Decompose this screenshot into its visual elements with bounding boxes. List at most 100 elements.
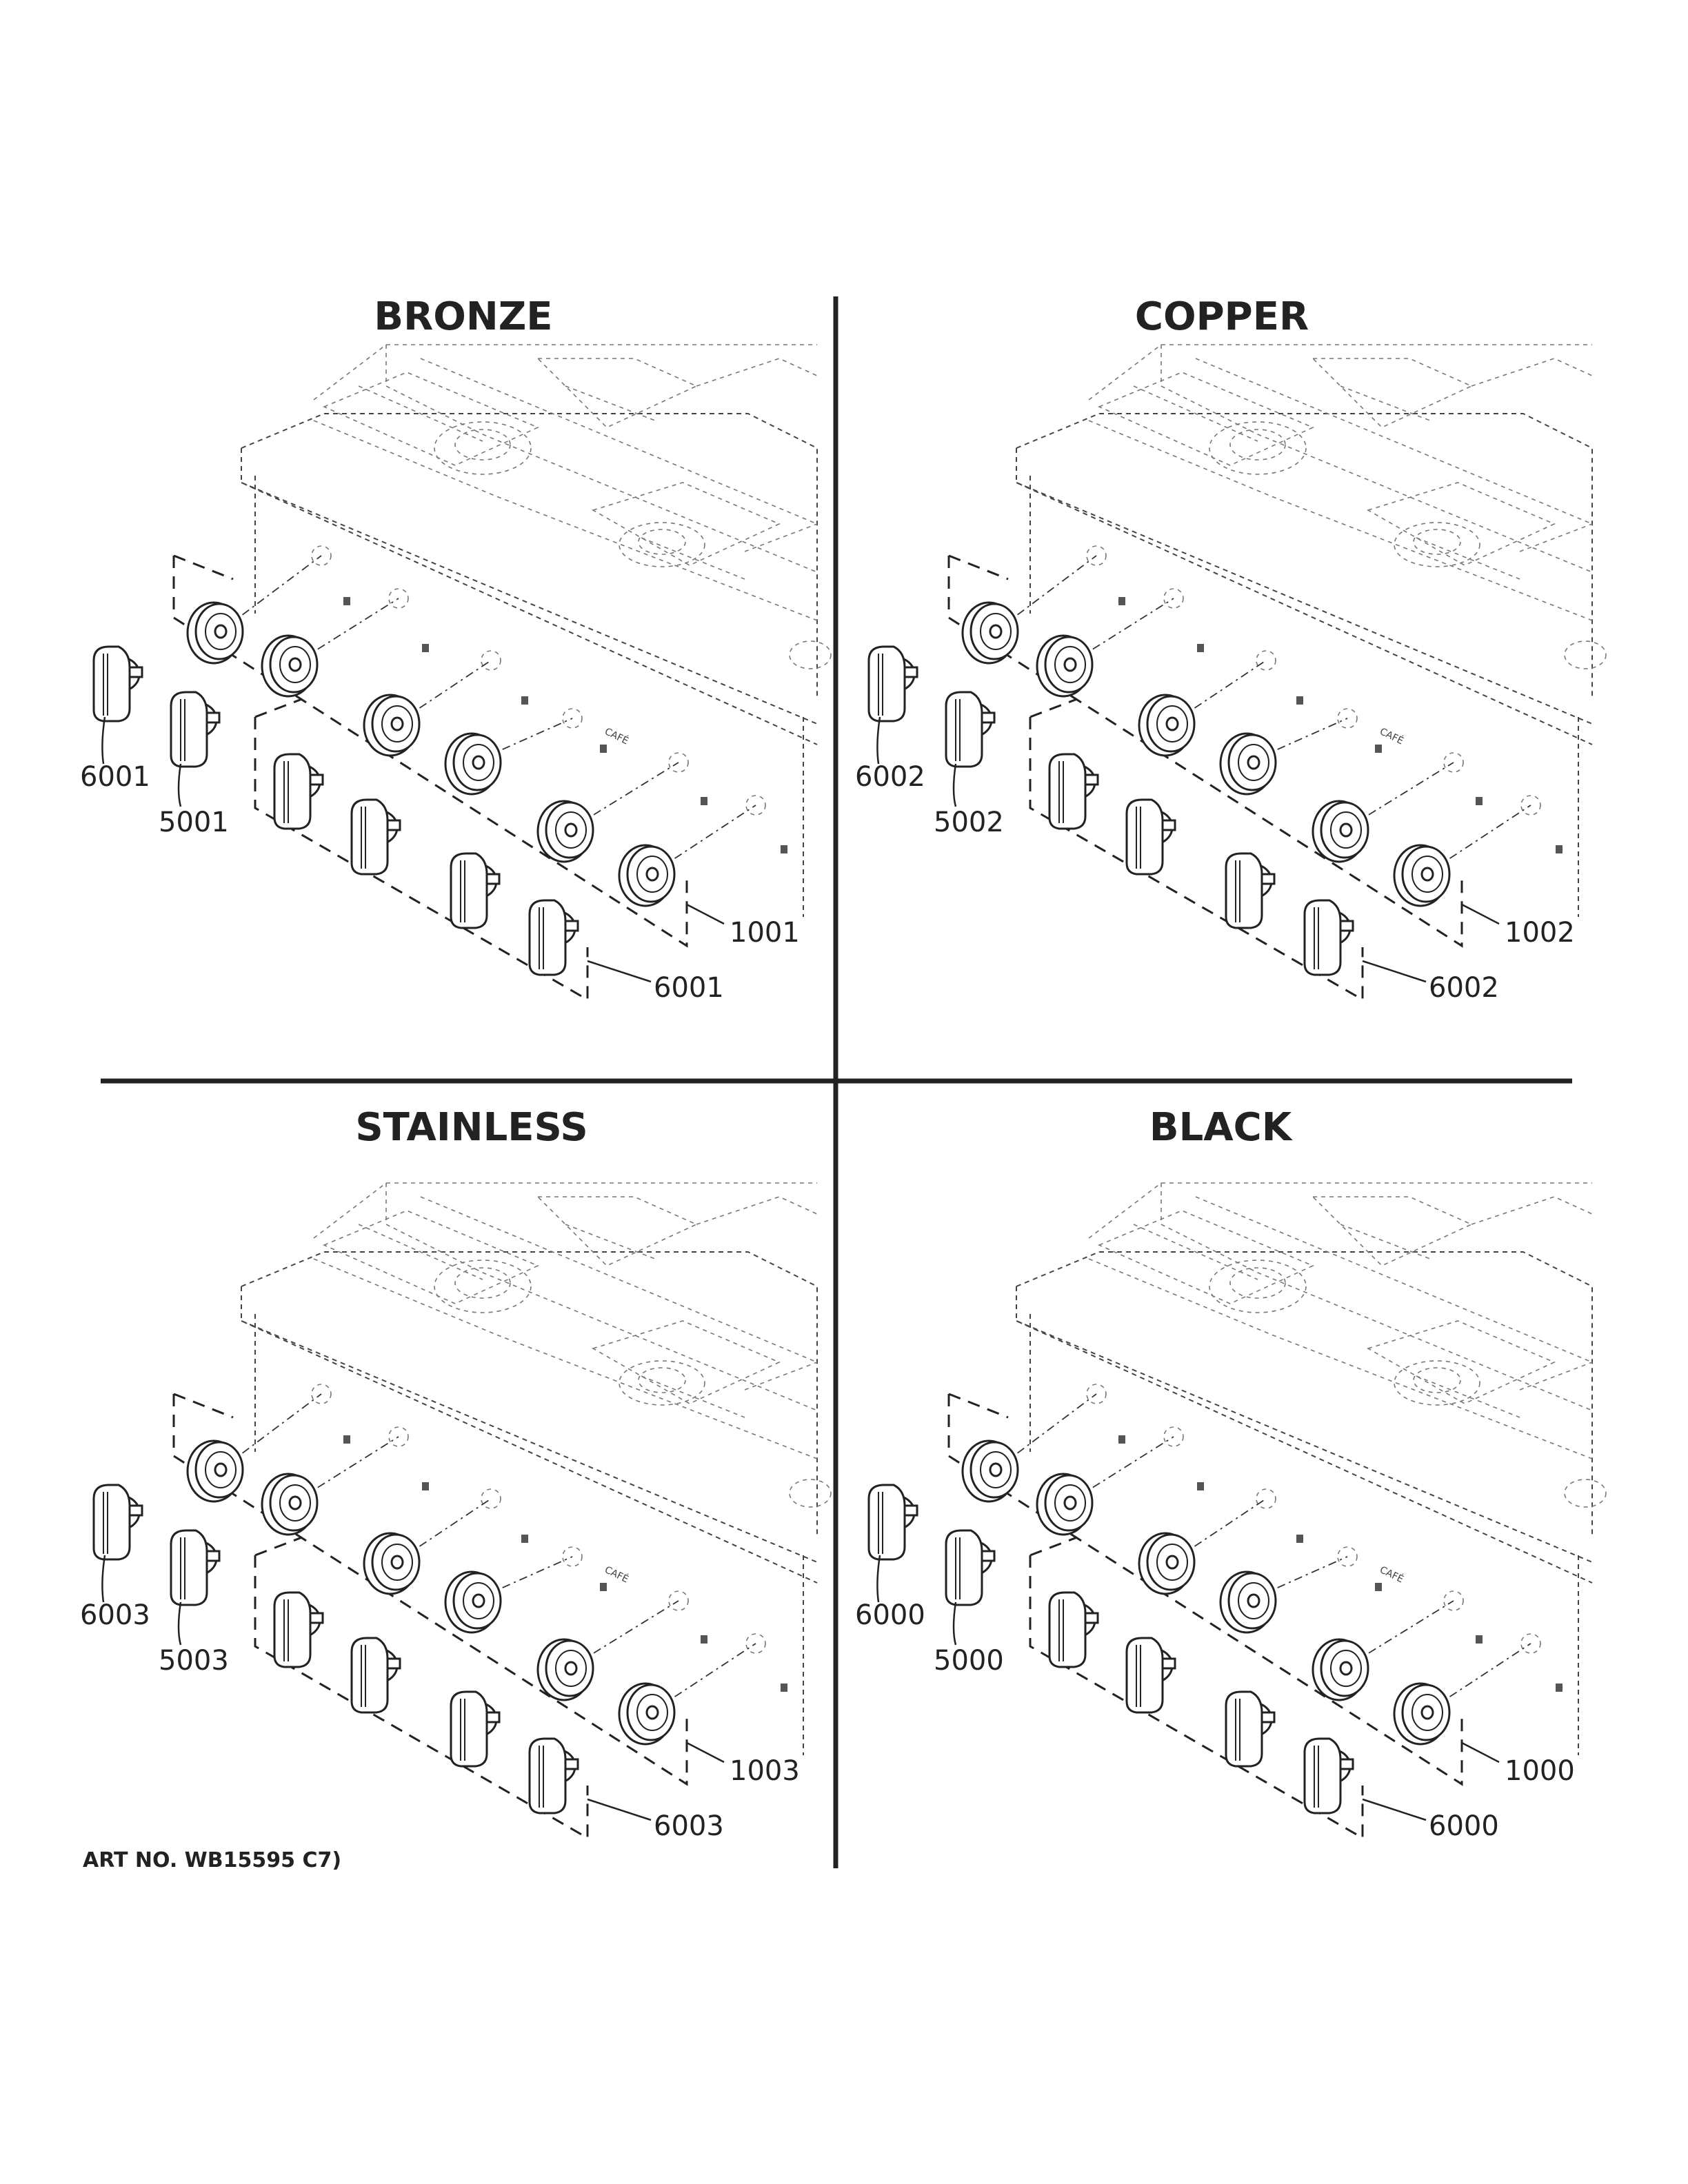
bezel-ring — [961, 601, 1019, 665]
bezel-ring — [363, 694, 421, 757]
brand-mark: CAFÉ — [603, 1564, 630, 1585]
control-knob — [92, 645, 143, 722]
knob-group-box — [254, 698, 589, 1002]
control-knob — [273, 753, 324, 830]
bezel-ring — [961, 1439, 1019, 1503]
control-knob — [1048, 753, 1099, 830]
bezel-group-box — [947, 554, 1463, 948]
panel-title: STAINLESS — [355, 1105, 587, 1150]
callout-bezel: 1000 — [1505, 1755, 1575, 1787]
control-knob — [350, 798, 401, 876]
callout-knob-alt: 5002 — [934, 807, 1004, 838]
callout-knob-single: 6001 — [80, 761, 150, 793]
leader-knob-alt — [952, 763, 957, 807]
bezel-ring — [363, 1532, 421, 1595]
control-knob — [867, 1484, 918, 1561]
knob-group-box — [1029, 1536, 1364, 1840]
callout-knob-alt: 5003 — [159, 1645, 229, 1677]
bezel-ring — [536, 1638, 594, 1701]
callout-knob-group: 6002 — [1429, 972, 1499, 1004]
callout-bezel: 1003 — [730, 1755, 800, 1787]
bezel-group-box — [172, 1393, 688, 1786]
control-knob — [1303, 899, 1354, 976]
bezel-group-box — [172, 554, 688, 948]
bezel-ring — [261, 1473, 319, 1536]
bezel-ring — [1393, 1682, 1451, 1746]
rangetop-outline — [241, 1182, 832, 1756]
leader-knob-alt — [952, 1601, 957, 1646]
callout-knob-single: 6003 — [80, 1599, 150, 1631]
callout-knob-group: 6001 — [654, 972, 724, 1004]
leader-bezel — [1461, 903, 1500, 925]
control-knob — [867, 645, 918, 722]
control-knob — [945, 691, 996, 768]
leader-bezel — [1461, 1741, 1500, 1763]
callout-bezel: 1001 — [730, 917, 800, 949]
bezel-ring — [536, 800, 594, 863]
brand-mark: CAFÉ — [603, 725, 630, 747]
rangetop-outline — [1016, 344, 1607, 918]
control-knob — [92, 1484, 143, 1561]
panel-title: BLACK — [1149, 1105, 1294, 1150]
bezel-ring — [1138, 1532, 1196, 1595]
leader-knob-group — [587, 1798, 652, 1821]
control-knob — [528, 899, 579, 976]
bezel-ring — [261, 634, 319, 698]
knob-group-box — [254, 1536, 589, 1840]
rangetop-outline — [1016, 1182, 1607, 1756]
leader-knob-alt — [177, 1601, 182, 1646]
leader-knob-single — [101, 1555, 106, 1603]
leader-bezel — [686, 903, 725, 925]
bezel-ring — [1219, 1570, 1277, 1634]
control-knob — [450, 852, 501, 929]
bezel-ring — [186, 601, 244, 665]
control-knob — [528, 1737, 579, 1814]
control-knob — [350, 1637, 401, 1714]
control-knob — [1125, 798, 1176, 876]
bezel-ring — [444, 732, 502, 796]
callout-knob-group: 6000 — [1429, 1810, 1499, 1842]
control-knob — [945, 1529, 996, 1606]
bezel-ring — [1036, 634, 1094, 698]
bezel-ring — [1312, 1638, 1369, 1701]
leader-knob-group — [1362, 1798, 1427, 1821]
leader-knob-single — [876, 716, 881, 765]
leader-knob-alt — [177, 763, 182, 807]
leader-knob-group — [1362, 960, 1427, 983]
knob-group-box — [1029, 698, 1364, 1002]
callout-knob-single: 6002 — [855, 761, 925, 793]
callout-knob-alt: 5001 — [159, 807, 229, 838]
bezel-ring — [1219, 732, 1277, 796]
brand-mark: CAFÉ — [1378, 1564, 1405, 1585]
leader-knob-single — [876, 1555, 881, 1603]
control-knob — [450, 1690, 501, 1768]
control-knob — [1048, 1591, 1099, 1668]
control-knob — [170, 691, 221, 768]
bezel-ring — [1036, 1473, 1094, 1536]
bezel-group-box — [947, 1393, 1463, 1786]
control-knob — [1125, 1637, 1176, 1714]
control-knob — [170, 1529, 221, 1606]
control-knob — [1303, 1737, 1354, 1814]
callout-bezel: 1002 — [1505, 917, 1575, 949]
brand-mark: CAFÉ — [1378, 725, 1405, 747]
bezel-ring — [444, 1570, 502, 1634]
control-knob — [1225, 1690, 1276, 1768]
bezel-ring — [1312, 800, 1369, 863]
bezel-ring — [618, 1682, 676, 1746]
panel-title: BRONZE — [374, 294, 552, 339]
panel-title: COPPER — [1135, 294, 1309, 339]
rangetop-outline — [241, 344, 832, 918]
leader-knob-single — [101, 716, 106, 765]
bezel-ring — [618, 844, 676, 907]
bezel-ring — [186, 1439, 244, 1503]
art-number: ART NO. WB15595 C7) — [83, 1848, 341, 1872]
control-knob — [273, 1591, 324, 1668]
callout-knob-alt: 5000 — [934, 1645, 1004, 1677]
leader-knob-group — [587, 960, 652, 983]
